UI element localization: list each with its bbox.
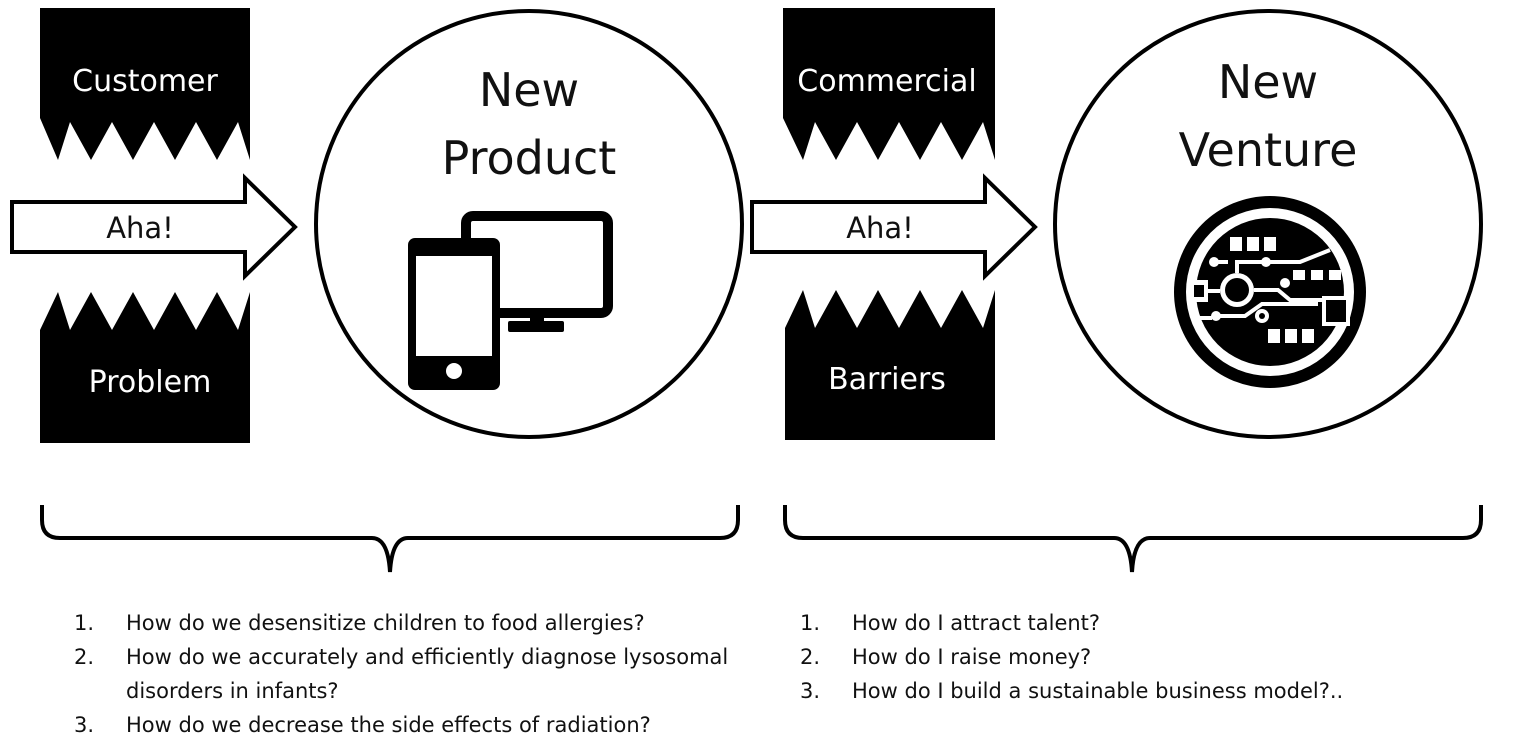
list-item-text: How do we accurately and efficiently dia… [126, 645, 729, 703]
brace-left [40, 505, 740, 573]
new-product-title-line2: Product [442, 131, 617, 185]
list-item-text: How do I build a sustainable business mo… [852, 679, 1344, 703]
circuit-board-icon [1174, 196, 1366, 388]
new-venture-title-line1: New [1218, 55, 1318, 109]
list-item-number: 3. [800, 679, 821, 703]
problem-label: Problem [89, 365, 212, 400]
list-item: 3. How do we decrease the side effects o… [74, 708, 734, 742]
barriers-block [785, 290, 995, 440]
new-venture-title-line2: Venture [1179, 123, 1358, 177]
diagram: Customer Aha! Problem New Product Commer… [10, 8, 1483, 573]
list-item-number: 3. [74, 713, 95, 737]
aha-arrow-right-label: Aha! [846, 211, 914, 245]
barriers-label: Barriers [828, 362, 946, 397]
list-item-text: How do we desensitize children to food a… [126, 611, 645, 635]
list-item: 2. How do we accurately and efficiently … [74, 640, 734, 708]
customer-block [40, 8, 250, 160]
list-item-number: 2. [800, 645, 821, 669]
right-stage: Commercial Aha! Barriers New Venture [750, 8, 1483, 440]
problem-block [40, 292, 250, 443]
list-item: 1. How do we desensitize children to foo… [74, 606, 734, 640]
aha-arrow-right [750, 173, 1038, 281]
commercial-label: Commercial [797, 64, 976, 99]
list-item-text: How do I attract talent? [852, 611, 1101, 635]
list-item-text: How do I raise money? [852, 645, 1092, 669]
list-item-text: How do we decrease the side effects of r… [126, 713, 651, 737]
list-item-number: 1. [800, 611, 821, 635]
list-item: 2. How do I raise money? [800, 640, 1440, 674]
list-item-number: 2. [74, 645, 95, 669]
commercial-block [783, 8, 995, 160]
questions-left-list: 1. How do we desensitize children to foo… [74, 606, 734, 742]
aha-arrow-left [10, 173, 298, 281]
new-product-title-line1: New [479, 63, 579, 117]
list-item: 3. How do I build a sustainable business… [800, 674, 1440, 708]
devices-icon [408, 211, 613, 390]
questions-right-list: 1. How do I attract talent? 2. How do I … [800, 606, 1440, 708]
list-item-number: 1. [74, 611, 95, 635]
brace-right [783, 505, 1483, 573]
aha-arrow-left-label: Aha! [106, 211, 174, 245]
list-item: 1. How do I attract talent? [800, 606, 1440, 640]
left-stage: Customer Aha! Problem New Product [10, 8, 744, 443]
customer-label: Customer [72, 64, 218, 99]
